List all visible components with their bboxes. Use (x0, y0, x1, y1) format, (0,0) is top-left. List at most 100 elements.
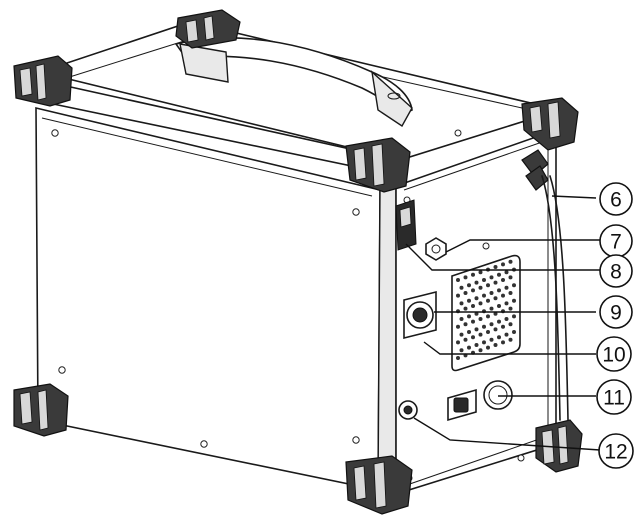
screw (454, 129, 462, 137)
grille-hole (459, 317, 464, 321)
screw (482, 242, 490, 250)
callout-6-label: 6 (610, 189, 622, 212)
leader-7 (445, 239, 600, 253)
grille-hole (474, 280, 479, 285)
corner-bumper-top-back (175, 9, 241, 49)
grille-hole (474, 343, 479, 347)
callout-8: 8 (599, 254, 633, 288)
grille-hole (508, 259, 513, 264)
callout-9-label: 9 (610, 302, 622, 325)
callout-11-label: 11 (603, 387, 625, 410)
ground-terminal (398, 400, 418, 420)
power-cable (521, 149, 569, 421)
callout-7: 7 (599, 224, 633, 258)
grille-hole (482, 324, 486, 329)
grille-hole (463, 337, 468, 342)
grille-hole (467, 345, 471, 350)
grille-hole (478, 301, 483, 306)
corner-bumper-bottom-right (535, 419, 583, 473)
grille-hole (501, 293, 505, 298)
grille-hole (474, 311, 479, 316)
corner-bumper-top-right (521, 97, 579, 151)
grille-hole (463, 275, 468, 280)
grille-hole (512, 330, 516, 334)
grille-hole (501, 262, 505, 267)
callout-11: 11 (596, 379, 632, 415)
control-connector (403, 290, 437, 340)
grille-hole (508, 306, 513, 311)
callout-10-label: 10 (602, 344, 625, 367)
grille-hole (501, 340, 505, 345)
grille-hole (467, 330, 471, 334)
grille-hole (493, 280, 498, 285)
callout-7-label: 7 (610, 231, 622, 254)
grille-hole (456, 293, 460, 298)
grille-hole (467, 283, 471, 288)
callout-12-label: 12 (604, 441, 627, 464)
grille-hole (478, 285, 483, 290)
grille-hole (486, 345, 490, 350)
grille-hole (501, 324, 505, 329)
grille-hole (471, 288, 475, 293)
callout-9: 9 (599, 295, 633, 329)
grille-hole (456, 324, 460, 329)
grille-hole (493, 265, 498, 269)
grille-hole (463, 306, 468, 311)
grille-hole (493, 327, 498, 332)
leader-8 (405, 243, 600, 271)
grille-hole (474, 296, 479, 301)
grille-hole (471, 319, 475, 324)
grille-hole (489, 275, 494, 280)
grille-hole (482, 278, 486, 282)
leader-lines (405, 195, 601, 451)
grille-hole (456, 356, 460, 360)
callout-12: 12 (598, 433, 634, 469)
callout-6: 6 (599, 182, 633, 216)
grille-hole (486, 314, 490, 319)
grille-hole (504, 301, 509, 306)
grille-hole (508, 337, 513, 342)
screw (200, 440, 208, 448)
grille-hole (504, 285, 509, 290)
grille-hole (456, 340, 460, 345)
grille-hole (497, 304, 501, 308)
grille-hole (497, 335, 501, 340)
grille-hole (478, 332, 483, 337)
corner-bumper-bottom-center (345, 455, 413, 515)
grille-hole (471, 335, 475, 340)
grille-hole (482, 293, 486, 298)
grille-hole (478, 270, 483, 275)
screw (51, 129, 59, 137)
grille-hole (512, 283, 516, 288)
grille-hole (478, 317, 483, 321)
grille-hole (467, 314, 471, 319)
leader-6 (551, 195, 597, 199)
grille-hole (497, 319, 501, 324)
grille-hole (456, 278, 460, 282)
grille-hole (489, 322, 494, 327)
callout-8-label: 8 (610, 261, 622, 284)
corner-bumper-bottom-left (13, 383, 69, 437)
grille-hole (504, 270, 509, 275)
grille-hole (493, 296, 498, 301)
screw (517, 454, 525, 462)
grille-hole (478, 348, 483, 353)
grille-hole (486, 298, 490, 303)
grille-hole (471, 272, 475, 277)
screw (58, 366, 66, 374)
grille-hole (471, 304, 475, 308)
grille-hole (463, 322, 468, 327)
grille-hole (508, 275, 513, 280)
fuse-holder (447, 380, 513, 422)
screw (352, 436, 360, 444)
grille-hole (459, 332, 464, 337)
grille-hole (467, 298, 471, 303)
grille-hole (489, 291, 494, 295)
callout-10: 10 (596, 336, 632, 372)
grille-hole (489, 337, 494, 342)
grille-hole (497, 272, 501, 277)
leader-10 (423, 341, 596, 355)
fan-grille (451, 254, 521, 372)
grille-hole (463, 291, 468, 295)
